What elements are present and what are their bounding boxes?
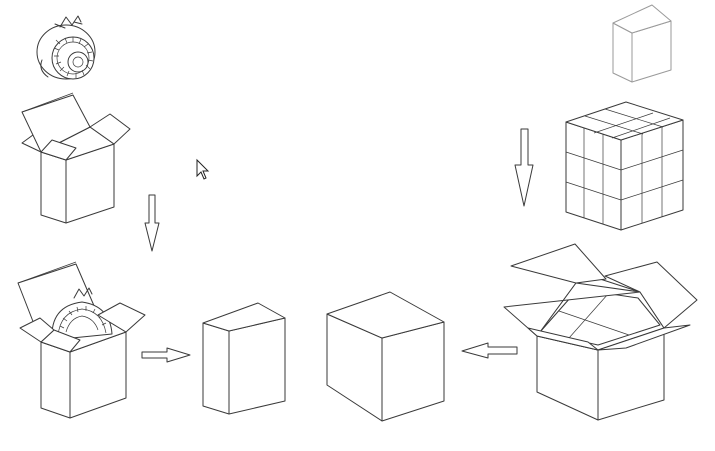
stacked-boxes-icon <box>565 101 684 231</box>
gear-icon <box>36 15 96 80</box>
mouse-pointer-icon <box>196 158 210 180</box>
arrow-down-icon <box>514 128 534 207</box>
arrow-left-icon <box>461 342 518 359</box>
open-box-with-part-icon <box>17 261 146 419</box>
open-carton-with-partitions-icon <box>503 243 698 421</box>
closed-box-icon <box>202 302 286 415</box>
arrow-right-icon <box>141 347 191 363</box>
open-box-icon <box>21 92 131 224</box>
arrow-down-icon <box>144 194 160 252</box>
closed-carton-icon <box>326 291 445 422</box>
closed-box-icon <box>612 4 672 83</box>
